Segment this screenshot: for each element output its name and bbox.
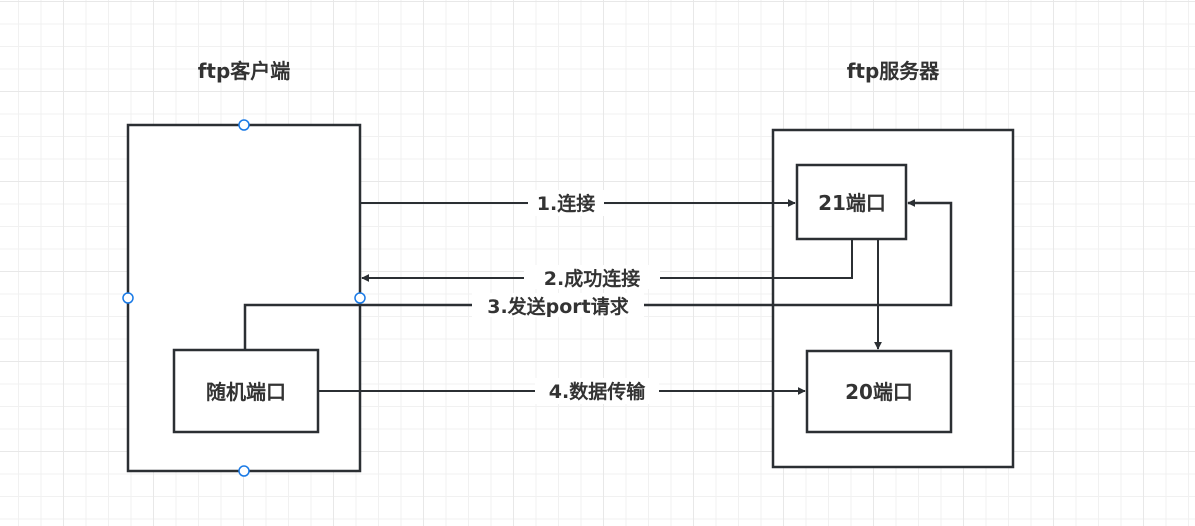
client-title: ftp客户端 <box>198 59 291 83</box>
edge-label-connected: 2.成功连接 <box>524 265 660 290</box>
edge-send-port[interactable] <box>243 199 953 350</box>
client-handle-bottom[interactable] <box>238 465 250 477</box>
port20-box[interactable] <box>805 349 953 434</box>
edge-label-send-port: 3.发送port请求 <box>472 293 644 318</box>
edge-label-send-port-text: 3.发送port请求 <box>487 295 630 318</box>
client-handle-left[interactable] <box>122 292 134 304</box>
client-handle-top[interactable] <box>238 119 250 131</box>
port20-label: 20端口 <box>845 380 913 404</box>
server-title: ftp服务器 <box>847 59 941 83</box>
port21-box[interactable] <box>795 163 908 241</box>
edge-label-data-transfer-text: 4.数据传输 <box>549 380 646 403</box>
edge-label-connect: 1.连接 <box>528 190 604 216</box>
edge-label-connect-text: 1.连接 <box>537 192 595 215</box>
port21-label: 21端口 <box>818 191 886 215</box>
client-handle-right[interactable] <box>354 292 366 304</box>
random-port-label: 随机端口 <box>206 380 286 404</box>
edge-label-data-transfer: 4.数据传输 <box>535 378 659 404</box>
random-port-box[interactable] <box>172 348 320 434</box>
edge-label-connected-text: 2.成功连接 <box>544 267 640 290</box>
